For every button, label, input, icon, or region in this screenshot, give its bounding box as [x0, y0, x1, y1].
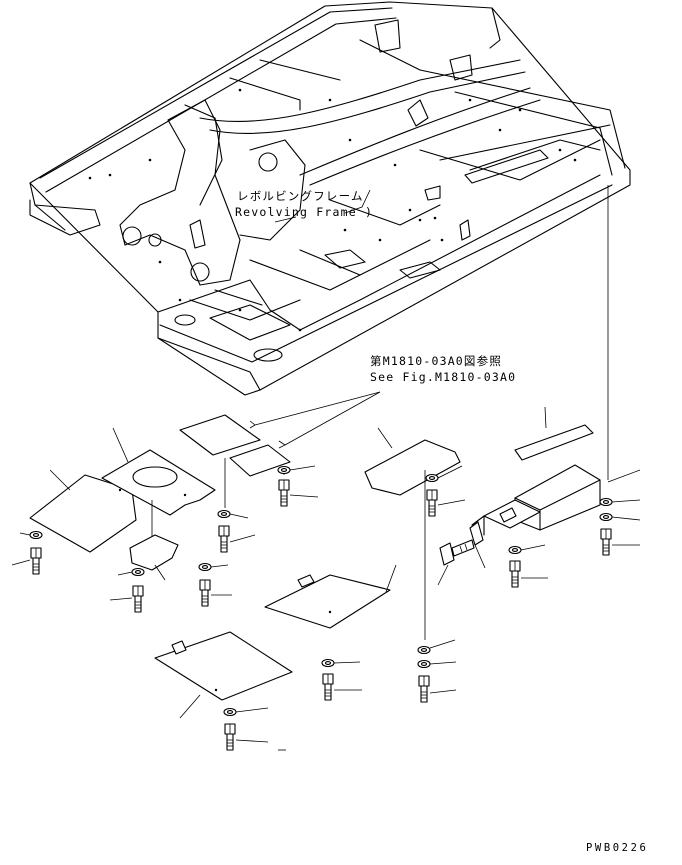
fastener-set-right-lower [417, 639, 457, 703]
fastener-set-mid-lower [321, 658, 362, 701]
cover-plate-large-left [29, 469, 137, 553]
fastener-set-left-2 [109, 567, 145, 613]
drawing-number: PWB0226 [586, 842, 649, 854]
cover-plate-with-hole [101, 427, 216, 540]
fastener-set-mid-2 [198, 562, 232, 607]
fastener-set-box [508, 544, 548, 588]
fastener-set-upper [277, 465, 319, 507]
revolving-frame [29, 1, 631, 396]
callout-leaders [249, 185, 609, 480]
cover-plate-right [364, 427, 461, 640]
revolving-frame-label-jp: レボルビングフレーム [237, 189, 364, 203]
cover-plate-middle [264, 564, 397, 629]
fastener-set-right-1 [425, 465, 466, 517]
bolt-horizontal [437, 539, 475, 586]
fastener-set-mid-1 [217, 509, 256, 553]
revolving-frame-label-en-text: Revolving Frame [235, 205, 357, 219]
small-round-plate [129, 534, 179, 581]
fastener-set-left-1 [11, 530, 43, 575]
fastener-set-bottom [223, 707, 286, 751]
box-cover [471, 406, 641, 536]
clip-bracket [469, 521, 486, 569]
see-figure-label-en: See Fig.M1810-03A0 [370, 370, 517, 384]
upper-plate-1 [179, 414, 261, 508]
cover-plate-bottom [154, 631, 293, 719]
see-figure-label-jp: 第M1810-03A0図参照 [370, 354, 503, 368]
revolving-frame-label-en: Revolving Frame ) [235, 205, 374, 219]
fastener-set-box-right [599, 497, 641, 556]
